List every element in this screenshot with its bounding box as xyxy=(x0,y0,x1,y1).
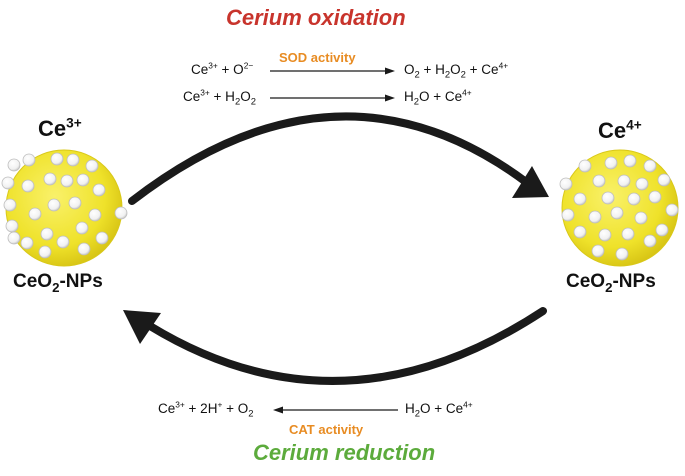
sod-arrow-1 xyxy=(270,67,395,75)
sod-arrow-2 xyxy=(270,94,395,102)
sod-reaction2-reactants: Ce3+ + H2O2 xyxy=(183,87,256,108)
ce3-label: Ce3+ xyxy=(38,115,82,141)
reduction-curved-arrow xyxy=(146,307,547,385)
nanoparticle-right xyxy=(559,149,679,267)
cat-reaction-products: Ce3+ + 2H+ + O2 xyxy=(158,399,254,420)
reduction-arrowhead xyxy=(123,310,161,344)
ceo2-nps-label-left: CeO2-NPs xyxy=(13,271,103,295)
oxidation-curved-arrow xyxy=(128,112,530,205)
cat-activity-label: CAT activity xyxy=(289,422,364,437)
reduction-title: Cerium reduction xyxy=(253,440,436,465)
oxidation-arrowhead xyxy=(512,166,549,198)
cat-arrow xyxy=(273,406,398,414)
ceo2-nps-label-right: CeO2-NPs xyxy=(566,271,656,295)
nanoparticle-left xyxy=(1,149,128,267)
ce4-label: Ce4+ xyxy=(598,117,642,143)
oxidation-title: Cerium oxidation xyxy=(226,5,406,30)
sod-reaction1-reactants: Ce3+ + O2− xyxy=(191,60,254,77)
sod-reaction2-products: H2O + Ce4+ xyxy=(404,87,472,108)
sod-reaction1-products: O2 + H2O2 + Ce4+ xyxy=(404,60,509,81)
cat-reaction-reactants: H2O + Ce4+ xyxy=(405,399,473,420)
sod-activity-label: SOD activity xyxy=(279,50,356,65)
